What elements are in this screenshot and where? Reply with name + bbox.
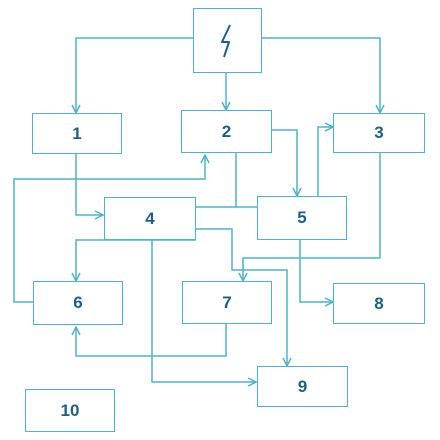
block-8-label: 8 (374, 293, 384, 313)
power-source-block (193, 8, 262, 73)
wire-2-to-5 (272, 129, 297, 196)
wire-source-to-3 (262, 37, 380, 113)
block-10: 10 (25, 389, 115, 432)
wire-7-to-6 (76, 324, 227, 357)
block-8: 8 (333, 283, 425, 324)
wire-5-to-8 (299, 240, 333, 302)
block-3-label: 3 (374, 123, 384, 142)
block-7-label: 7 (222, 292, 232, 312)
wire-6-to-2 (13, 155, 205, 303)
block-4: 4 (104, 197, 196, 240)
block-9: 9 (257, 366, 348, 407)
block-6-label: 6 (73, 293, 83, 312)
block-4-label: 4 (145, 208, 155, 228)
wire-1-to-4 (75, 153, 103, 215)
block-2: 2 (181, 110, 272, 153)
block-3: 3 (333, 113, 425, 153)
block-9-label: 9 (297, 376, 308, 396)
wire-4-to-9-right (196, 228, 287, 366)
lightning-bolt-icon (220, 24, 231, 57)
block-1: 1 (32, 113, 122, 154)
wire-2-to-4 (196, 153, 237, 208)
wire-source-to-1 (76, 37, 193, 113)
block-1-label: 1 (72, 123, 82, 143)
block-2-label: 2 (221, 121, 232, 141)
block-7: 7 (182, 281, 272, 324)
wire-4-to-9 (151, 240, 256, 382)
block-5-label: 5 (297, 208, 307, 227)
wire-4-to-6 (76, 239, 196, 281)
block-5: 5 (257, 196, 347, 240)
block-6: 6 (33, 281, 123, 325)
block-10-label: 10 (60, 400, 80, 420)
